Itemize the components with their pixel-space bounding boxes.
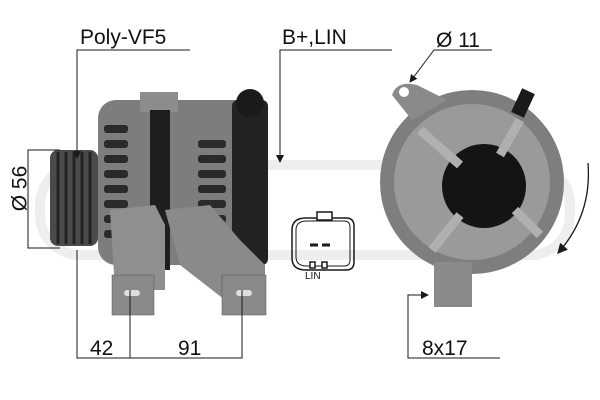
slot-size-dimension: 8x17 xyxy=(422,337,468,360)
connector-pin-label: LIN xyxy=(305,271,321,282)
front-hole-dimension: 42 xyxy=(90,337,114,360)
dimension-lines xyxy=(27,49,590,359)
connector-terminals-label: B+,LIN xyxy=(282,26,347,49)
pulley-diameter-label: Ø 56 xyxy=(8,165,32,212)
mount-hole-diameter-label: Ø 11 xyxy=(436,29,480,52)
rear-hole-dimension: 91 xyxy=(178,337,202,360)
connector-drawing xyxy=(291,211,355,271)
alternator-rear-view xyxy=(380,83,564,307)
alternator-side-view xyxy=(98,89,268,316)
pulley xyxy=(50,150,98,246)
pulley-type-label: Poly-VF5 xyxy=(80,26,167,49)
watermark-logo xyxy=(35,160,575,260)
